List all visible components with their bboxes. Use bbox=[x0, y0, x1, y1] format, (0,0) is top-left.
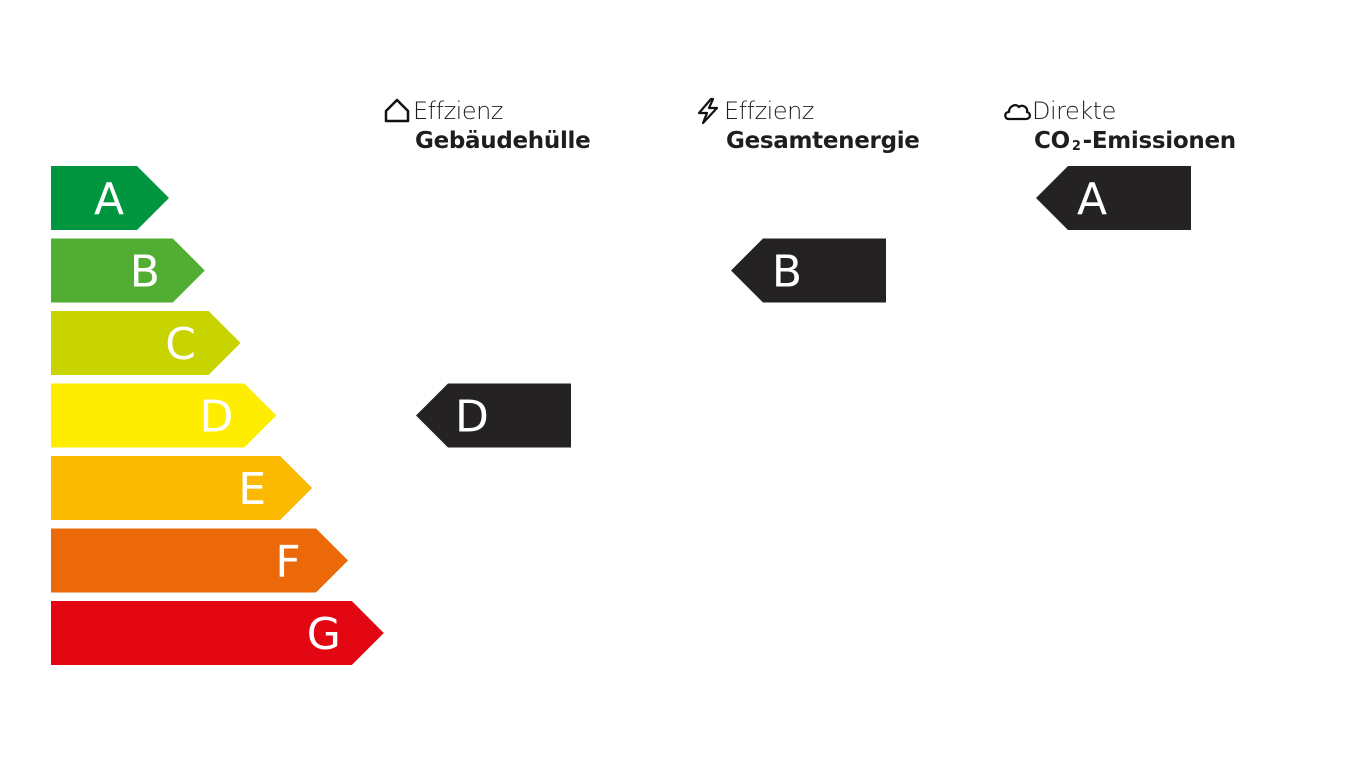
header-building-envelope: Effzienz Gebäudehülle bbox=[383, 96, 591, 156]
scale-bar-d bbox=[51, 383, 277, 448]
header-line1: Effzienz bbox=[724, 97, 814, 125]
cloud-icon bbox=[1004, 104, 1032, 121]
scale-letter: G bbox=[307, 609, 341, 660]
rating-letter: A bbox=[1077, 174, 1107, 225]
scale-bar-a bbox=[51, 166, 169, 230]
co2-subscript: 2 bbox=[1071, 139, 1081, 154]
scale-letter: A bbox=[94, 174, 124, 225]
rating-letter: D bbox=[455, 392, 489, 443]
scale-bar-f bbox=[51, 528, 348, 593]
emissions-text: -Emissionen bbox=[1082, 128, 1237, 154]
header-line1: Effzienz bbox=[413, 97, 503, 125]
header-line2: Gesamtenergie bbox=[726, 128, 920, 154]
scale-letter: D bbox=[199, 392, 233, 443]
header-total-energy: Effzienz Gesamtenergie bbox=[694, 96, 920, 156]
rating-letter: B bbox=[772, 247, 802, 298]
header-line1: Direkte bbox=[1032, 97, 1116, 125]
scale-bar-e bbox=[51, 456, 313, 520]
scale-bar-b bbox=[51, 238, 205, 303]
rating-pointer bbox=[1036, 166, 1191, 230]
rating-pointer bbox=[416, 383, 571, 448]
header-line2: Gebäudehülle bbox=[415, 128, 591, 154]
scale-bar-g bbox=[51, 601, 384, 665]
lightning-icon bbox=[697, 97, 719, 125]
co2-text: CO bbox=[1034, 128, 1070, 154]
scale-letter: F bbox=[275, 537, 300, 588]
house-icon bbox=[384, 98, 410, 123]
scale-letter: B bbox=[130, 247, 160, 298]
scale-letter: C bbox=[165, 319, 196, 370]
scale-letter: E bbox=[238, 464, 266, 515]
rating-pointer bbox=[731, 238, 886, 303]
scale-bar-c bbox=[51, 311, 241, 375]
